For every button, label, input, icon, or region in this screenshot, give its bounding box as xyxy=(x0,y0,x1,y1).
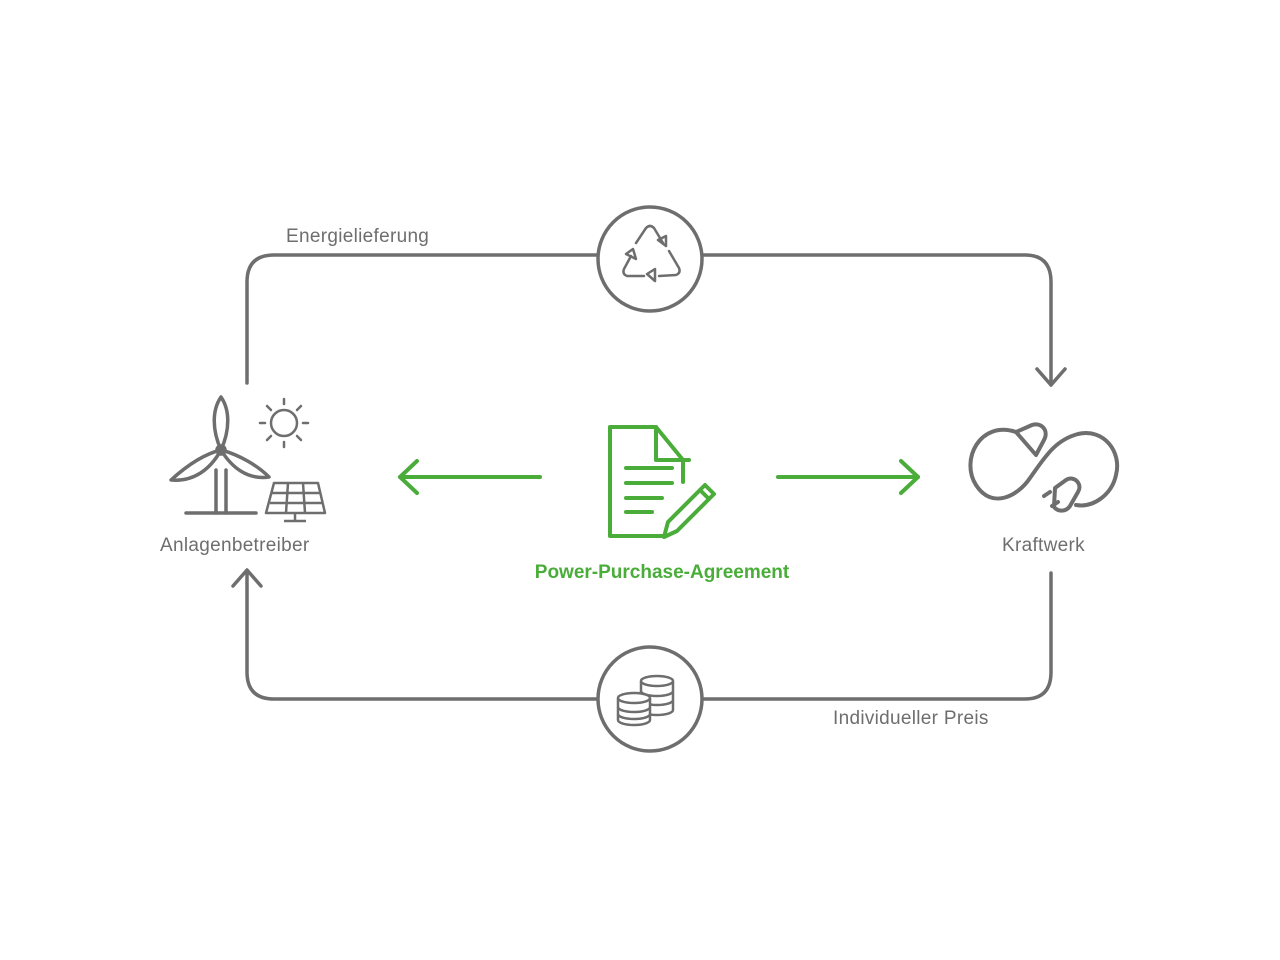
coins-icon xyxy=(596,645,704,753)
plant-operator-label: Anlagenbetreiber xyxy=(160,535,310,556)
individual-price-label: Individueller Preis xyxy=(833,708,989,729)
sun-icon xyxy=(258,397,310,449)
ppa-title: Power-Purchase-Agreement xyxy=(534,562,790,583)
power-plant-label: Kraftwerk xyxy=(1002,535,1085,556)
recycle-icon xyxy=(596,205,704,313)
energy-flow-line xyxy=(245,253,1053,387)
arrow-to-operator xyxy=(398,459,542,495)
wind-turbine-icon xyxy=(169,395,271,515)
payment-flow-line xyxy=(245,570,1053,701)
contract-document-icon xyxy=(608,425,716,539)
energy-delivery-label: Energielieferung xyxy=(286,226,430,247)
solar-panel-icon xyxy=(264,481,327,523)
payment-flow-arrowhead xyxy=(231,568,263,588)
energy-flow-arrowhead xyxy=(1035,367,1067,387)
power-plug-icon xyxy=(968,422,1120,513)
arrow-to-plant xyxy=(776,459,920,495)
